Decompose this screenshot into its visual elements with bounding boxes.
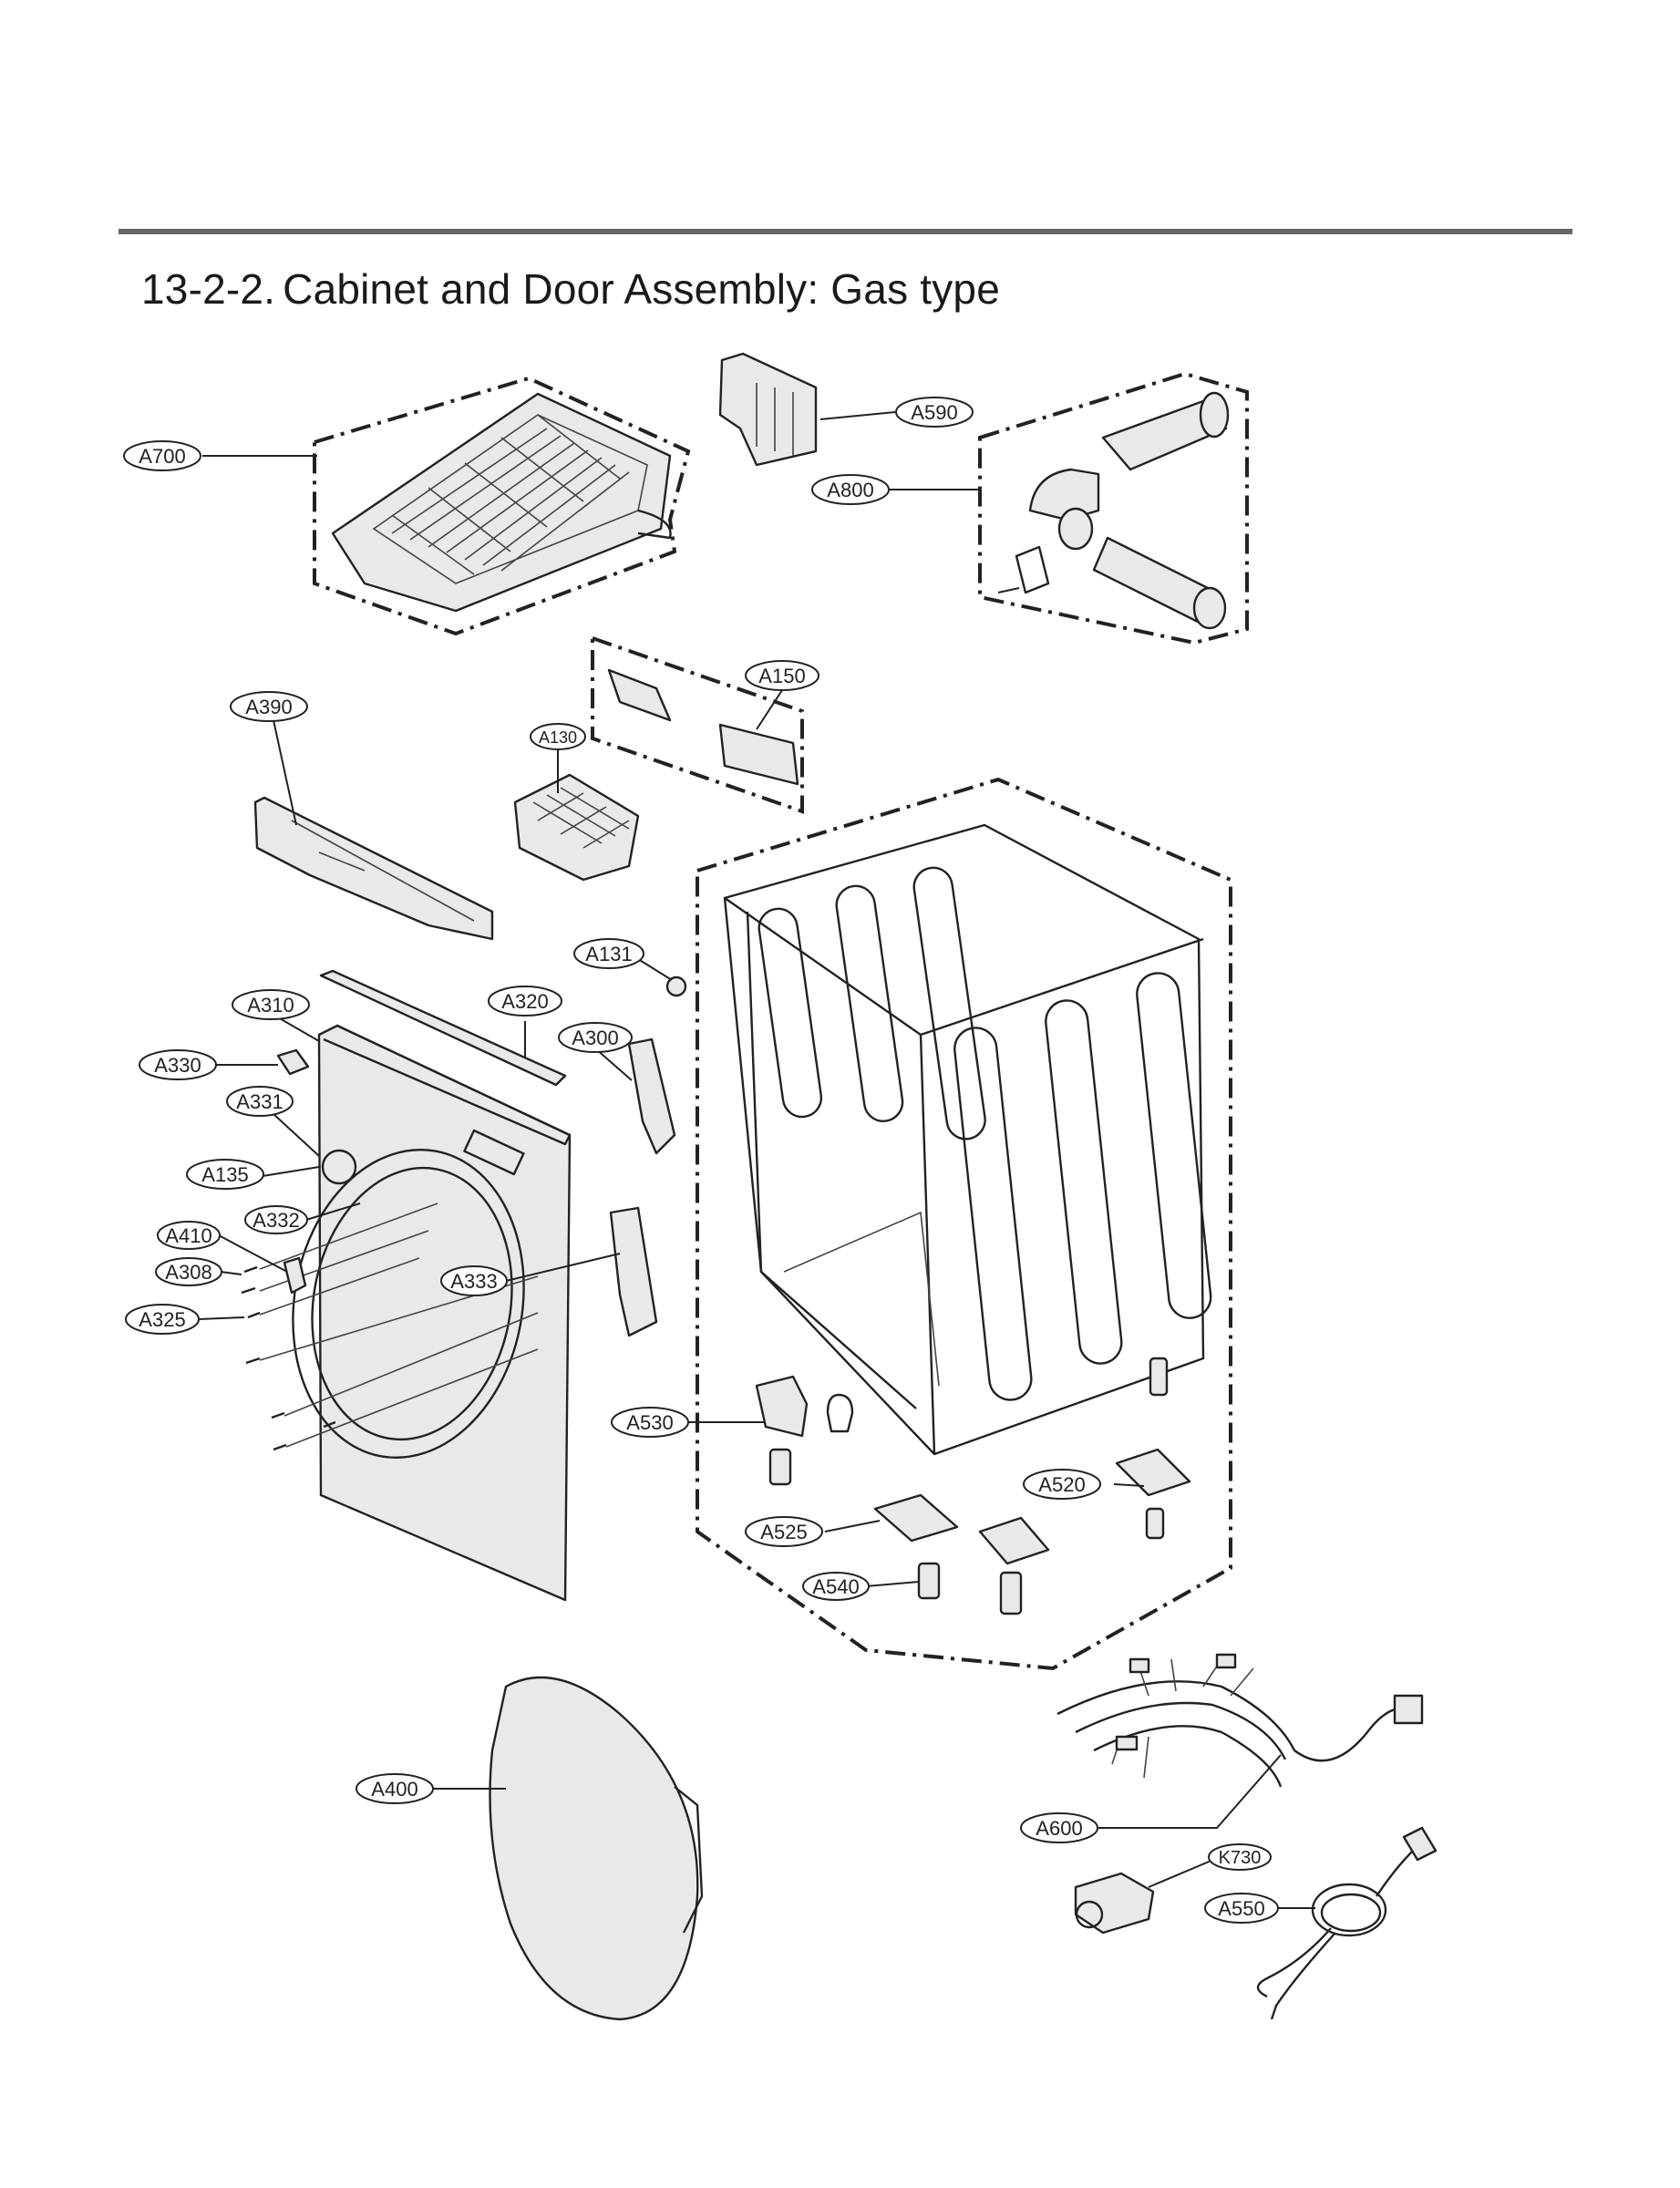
heater-cover-part (718, 352, 818, 467)
leader-A131 (637, 958, 673, 981)
callout-A520: A520 (1023, 1469, 1101, 1500)
svg-text:A590: A590 (911, 401, 957, 424)
leader-A135 (262, 1166, 320, 1177)
svg-text:A525: A525 (760, 1521, 807, 1543)
svg-text:A530: A530 (626, 1411, 673, 1434)
knob-part (665, 975, 687, 997)
leader-A332 (305, 1202, 361, 1221)
control-panel-bracket-part (253, 796, 494, 941)
section-number: 13-2-2. (141, 265, 276, 313)
group-border-exhaust-kit (978, 371, 1249, 645)
door-lock-part (283, 1256, 307, 1295)
svg-text:A300: A300 (572, 1027, 618, 1049)
svg-text:K730: K730 (1219, 1848, 1262, 1868)
leader-A520 (1113, 1483, 1145, 1487)
leader-A308 (220, 1271, 242, 1275)
group-border-hinge-parts (591, 635, 804, 814)
callout-A308: A308 (155, 1257, 222, 1286)
exhaust-kit-part (997, 391, 1230, 630)
callout-A525: A525 (745, 1516, 823, 1547)
callout-A131: A131 (573, 938, 644, 969)
callout-A530: A530 (611, 1407, 689, 1438)
callout-A130: A130 (530, 723, 586, 750)
svg-text:A130: A130 (539, 728, 577, 747)
svg-text:A325: A325 (139, 1308, 185, 1331)
screws-part (241, 1202, 539, 1451)
group-border-cabinet (696, 777, 1232, 1671)
svg-text:A400: A400 (371, 1778, 417, 1801)
callout-A333: A333 (440, 1265, 508, 1296)
callout-A150: A150 (745, 660, 819, 691)
group-border-drying-rack (313, 376, 691, 636)
callout-A135: A135 (186, 1159, 264, 1190)
svg-text:A550: A550 (1218, 1897, 1264, 1920)
lint-filter-part (513, 773, 640, 882)
leader-A300 (594, 1048, 633, 1081)
leader-K730 (1148, 1856, 1221, 1888)
svg-text:A540: A540 (812, 1575, 859, 1598)
callout-A600: A600 (1020, 1812, 1098, 1843)
header-rule (119, 229, 1572, 234)
svg-text:A308: A308 (165, 1261, 211, 1284)
hinge-parts-part (607, 668, 799, 786)
leader-A540 (865, 1581, 920, 1587)
leader-A525 (824, 1520, 881, 1533)
svg-text:A150: A150 (758, 665, 805, 687)
leader-A590 (819, 411, 896, 420)
callout-A390: A390 (230, 691, 308, 722)
svg-text:A390: A390 (245, 696, 292, 718)
leveling-parts-part (755, 1357, 1191, 1615)
leader-A600 (1098, 1754, 1282, 1829)
switch-part (276, 1048, 310, 1076)
section-title: Cabinet and Door Assembly: Gas type (283, 265, 1000, 313)
callout-A320: A320 (488, 986, 562, 1017)
leader-A390 (273, 719, 297, 826)
leader-A410 (218, 1234, 288, 1273)
svg-text:A135: A135 (201, 1163, 248, 1186)
callout-A325: A325 (125, 1304, 200, 1335)
svg-text:A332: A332 (253, 1209, 299, 1232)
callout-K730: K730 (1208, 1843, 1272, 1871)
callout-A800: A800 (811, 474, 890, 505)
callout-A331: A331 (226, 1086, 294, 1117)
top-trim-part (319, 969, 567, 1087)
callout-A400: A400 (356, 1773, 434, 1804)
gas-valve-part (1074, 1872, 1155, 1935)
door-hinge-upper-part (627, 1037, 676, 1155)
door-part (489, 1676, 704, 2021)
leader-A150 (756, 689, 783, 730)
svg-text:A800: A800 (827, 479, 873, 501)
callout-A332: A332 (244, 1205, 308, 1234)
drying-rack-part (331, 392, 672, 613)
svg-text:A600: A600 (1036, 1817, 1082, 1840)
svg-text:A131: A131 (585, 943, 632, 965)
svg-text:A331: A331 (236, 1090, 283, 1113)
svg-text:A520: A520 (1038, 1473, 1085, 1496)
front-panel-part (292, 1024, 572, 1602)
section-heading: 13-2-2.Cabinet and Door Assembly: Gas ty… (141, 264, 1000, 314)
callout-A310: A310 (232, 989, 310, 1020)
svg-text:A333: A333 (450, 1270, 497, 1293)
svg-text:A310: A310 (247, 994, 294, 1017)
svg-text:A330: A330 (154, 1054, 201, 1077)
callout-A540: A540 (802, 1572, 870, 1601)
cabinet-part (723, 823, 1212, 1456)
callout-A700: A700 (123, 440, 201, 471)
leader-A325 (198, 1316, 245, 1320)
svg-text:A700: A700 (139, 445, 185, 468)
callout-A550: A550 (1204, 1893, 1279, 1924)
callout-A590: A590 (895, 397, 974, 428)
svg-text:A320: A320 (501, 990, 548, 1013)
svg-text:A410: A410 (165, 1224, 211, 1247)
callout-A300: A300 (558, 1022, 633, 1053)
door-hinge-lower-part (609, 1206, 658, 1337)
callout-A330: A330 (139, 1049, 217, 1080)
wire-harness-part (1056, 1653, 1424, 1788)
power-cord-part (1256, 1826, 1438, 2020)
callout-A410: A410 (157, 1221, 221, 1250)
leader-A333 (505, 1253, 621, 1282)
